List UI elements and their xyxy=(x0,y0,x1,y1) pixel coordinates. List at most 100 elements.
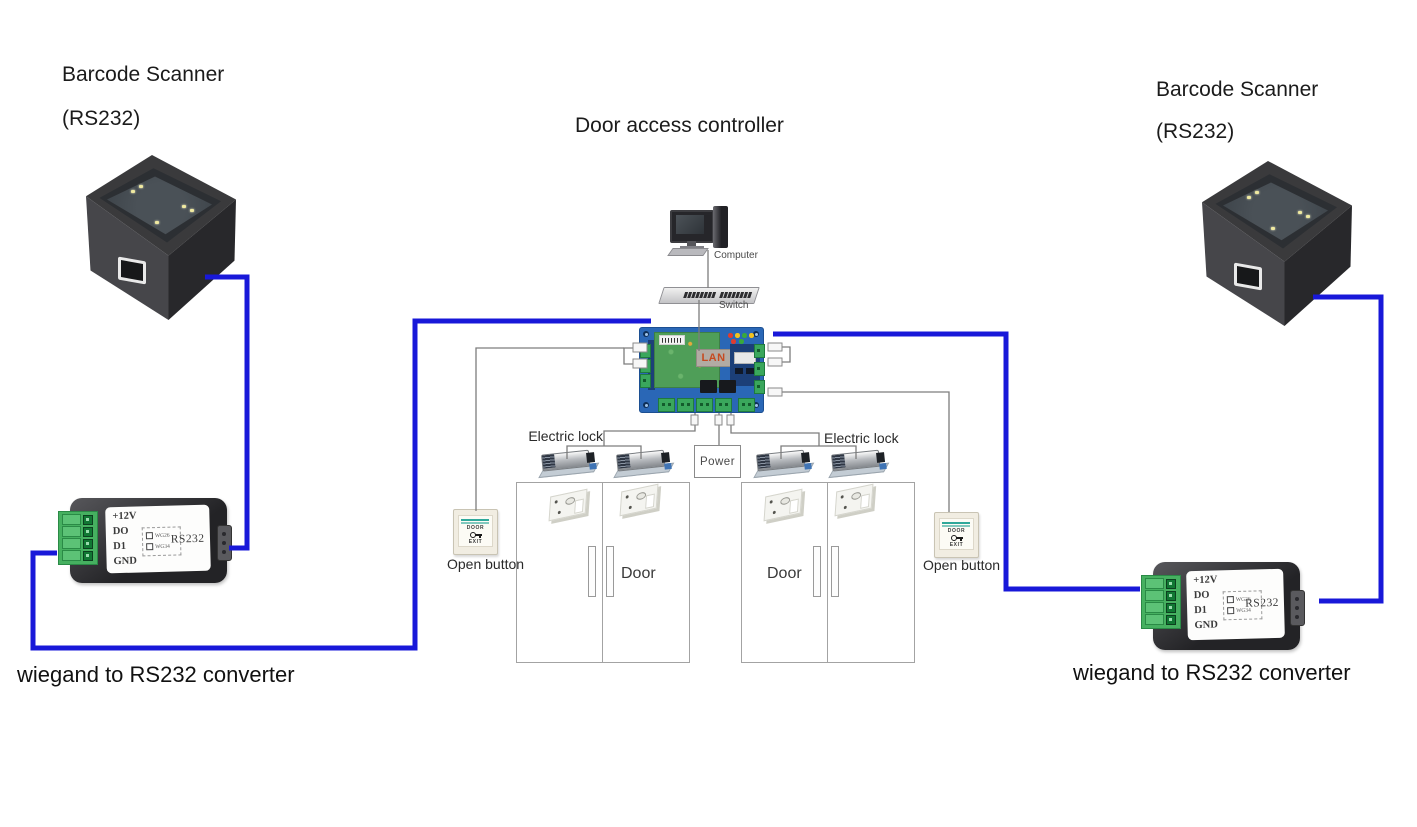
barcode-scanner-left xyxy=(86,155,236,320)
status-led-icon xyxy=(742,333,747,338)
converter-label: +12V DO D1 GND WG26 WG34 RS232 xyxy=(1185,568,1285,640)
teal-stripe xyxy=(942,522,970,524)
status-led-icon xyxy=(731,339,736,344)
rs232-label: RS232 xyxy=(1244,596,1279,610)
relay-icon xyxy=(719,380,736,393)
relay-icon xyxy=(700,380,717,393)
terminal-block xyxy=(658,398,675,412)
terminal-block xyxy=(754,362,765,376)
wiegand-converter-left: +12V DO D1 GND WG26 WG34 RS232 xyxy=(58,498,232,583)
computer-label: Computer xyxy=(714,250,758,261)
status-led-icon xyxy=(735,333,740,338)
converter-label: +12V DO D1 GND WG26 WG34 RS232 xyxy=(105,504,211,574)
power-supply-box: Power xyxy=(694,445,741,478)
wiegand-terminal-block xyxy=(58,510,98,565)
terminal-block xyxy=(677,398,694,412)
computer-icon xyxy=(667,206,732,256)
checkbox-icon xyxy=(145,531,154,539)
open-button-left: DOOR EXIT xyxy=(453,509,498,555)
key-icon xyxy=(951,535,963,541)
bracket-reader-ports-right xyxy=(782,346,791,363)
status-led-icon xyxy=(749,333,754,338)
plug-bottom-1 xyxy=(690,414,699,426)
scanner-led-icon xyxy=(131,189,135,193)
pc-tower-icon xyxy=(713,206,728,248)
converter-right-caption: wiegand to RS232 converter xyxy=(1073,660,1351,685)
rj45-port-icon xyxy=(1233,262,1262,291)
terminal-block xyxy=(738,398,755,412)
door-handle xyxy=(813,546,821,597)
rs232-label: RS232 xyxy=(170,532,205,546)
open-button-left-label: Open button xyxy=(447,556,525,572)
bolt-lock xyxy=(612,446,675,480)
switch-ports xyxy=(719,292,753,298)
ic-icon xyxy=(735,368,743,374)
terminal-block xyxy=(715,398,732,412)
screw-icon xyxy=(643,331,649,337)
screw-icon xyxy=(753,402,759,408)
button-panel: DOOR EXIT xyxy=(939,518,974,550)
strike-block xyxy=(758,487,808,523)
wire-scanner-right-to-converter-right xyxy=(1313,294,1384,604)
scanner-led-icon xyxy=(1305,215,1310,219)
scanner-led-icon xyxy=(138,184,143,188)
door-left-label: Door xyxy=(621,565,656,582)
scanner-led-icon xyxy=(189,209,194,213)
controller-title: Door access controller xyxy=(575,114,784,137)
chip-icon xyxy=(734,352,756,364)
board-io-strip xyxy=(648,340,655,390)
monitor-base xyxy=(680,246,704,249)
plug-right-1 xyxy=(767,342,783,352)
button-exit-text: EXIT xyxy=(949,542,964,548)
scanner-led-icon xyxy=(1271,227,1275,230)
key-icon xyxy=(470,532,482,538)
terminal-block xyxy=(640,359,651,373)
pin-do: DO xyxy=(1193,589,1210,601)
screw-icon xyxy=(643,402,649,408)
rj45-port-icon xyxy=(117,256,146,285)
switch-label: Switch xyxy=(719,300,749,311)
button-exit-text: EXIT xyxy=(468,539,483,545)
strike-block xyxy=(543,487,593,523)
open-button-right-label: Open button xyxy=(923,557,1001,573)
button-panel: DOOR EXIT xyxy=(458,515,493,547)
bracket-reader-ports-left xyxy=(623,347,633,365)
terminal-block xyxy=(640,374,651,388)
monitor-stand xyxy=(687,241,696,246)
door-right-label: Door xyxy=(767,565,802,582)
monitor-screen xyxy=(676,215,704,234)
db9-connector xyxy=(217,525,232,562)
bolt-lock xyxy=(752,446,815,480)
dip-wg34-label: WG34 xyxy=(155,542,171,550)
scanner-left-subtitle: (RS232) xyxy=(62,107,141,130)
pin-labels: +12V DO D1 GND xyxy=(112,508,138,569)
monitor-icon xyxy=(670,210,714,243)
scanner-right-title: Barcode Scanner xyxy=(1156,78,1319,101)
terminal-block xyxy=(640,344,651,358)
pin-labels: +12V DO D1 GND xyxy=(1193,572,1219,633)
pin-gnd: GND xyxy=(1194,619,1218,631)
access-controller-board: LAN xyxy=(640,328,765,412)
keyboard-icon xyxy=(667,248,709,256)
scanner-left-title: Barcode Scanner xyxy=(62,63,225,86)
checkbox-icon xyxy=(1226,595,1234,604)
checkbox-icon xyxy=(146,542,154,550)
pin-d1: D1 xyxy=(113,540,127,552)
checkbox-icon xyxy=(1226,606,1235,615)
teal-stripe xyxy=(942,525,970,527)
button-door-text: DOOR xyxy=(466,525,485,531)
electric-lock-left-label: Electric lock xyxy=(528,428,603,444)
db9-connector xyxy=(1290,590,1305,627)
door-handle xyxy=(831,546,839,597)
status-led-icon xyxy=(739,339,744,344)
scanner-led-icon xyxy=(1247,195,1251,199)
screw-icon xyxy=(753,331,759,337)
pin-d1: D1 xyxy=(1193,604,1207,616)
terminal-block xyxy=(754,380,765,394)
bolt-lock xyxy=(827,446,890,480)
terminal-block xyxy=(754,344,765,358)
teal-stripe xyxy=(461,522,489,524)
strike-block xyxy=(614,482,664,518)
scanner-right-subtitle: (RS232) xyxy=(1156,120,1235,143)
